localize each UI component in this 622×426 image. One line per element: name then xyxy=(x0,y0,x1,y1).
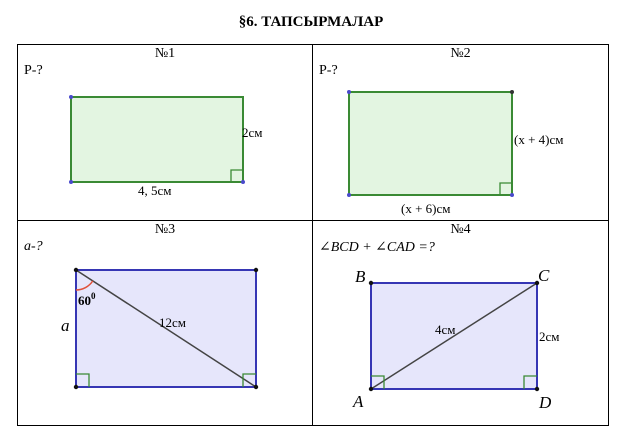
task-question: P-? xyxy=(24,63,43,78)
diagonal-label: 12см xyxy=(159,315,186,330)
right-angle-mark xyxy=(230,169,243,182)
tasks-table: №1 P-? 2см 4, 5см №2 P-? (x xyxy=(17,44,609,426)
task-number: №4 xyxy=(450,222,471,237)
green-rectangle xyxy=(70,96,244,183)
vertex-point xyxy=(347,193,351,197)
angle-value: 60 xyxy=(78,293,91,308)
task-question: P-? xyxy=(319,63,338,78)
task-cell-3: №3 a-? 600 a 12см xyxy=(17,220,313,426)
vertex-label-a: A xyxy=(352,392,364,411)
task-cell-1: №1 P-? 2см 4, 5см xyxy=(17,44,313,221)
vertex-point xyxy=(347,90,351,94)
vertex-point xyxy=(368,386,374,392)
green-rectangle xyxy=(348,91,513,196)
vertex-point xyxy=(253,384,259,390)
page-title: §6. ТАПСЫРМАЛАР xyxy=(238,14,384,30)
diagonal-label: 4см xyxy=(435,322,456,337)
vertex-point xyxy=(241,180,245,184)
vertex-label-d: D xyxy=(538,393,552,412)
vertex-point xyxy=(534,280,540,286)
right-angle-mark xyxy=(76,373,90,387)
task-question: a-? xyxy=(24,239,43,254)
task-cell-4: №4 ∠BCD + ∠CAD =? B C A D 4см 2см xyxy=(312,220,609,426)
vertex-point xyxy=(510,193,514,197)
diagonal-line xyxy=(75,269,257,388)
angle-label: 600 xyxy=(78,291,96,308)
rectangle-diagram-2: (x + 4)см (x + 6)см xyxy=(347,90,564,216)
vertex-point xyxy=(534,386,540,392)
right-angle-mark xyxy=(371,375,385,389)
rectangle-diagram-3: 600 a 12см xyxy=(61,267,259,390)
rectangle-diagram-4: B C A D 4см 2см xyxy=(352,266,560,412)
right-angle-mark xyxy=(523,375,537,389)
vertex-point xyxy=(69,180,73,184)
right-angle-mark xyxy=(499,182,512,195)
angle-arc xyxy=(75,280,94,291)
bottom-label: (x + 6)см xyxy=(401,201,451,216)
task-question: ∠BCD + ∠CAD =? xyxy=(319,240,435,255)
vertex-point xyxy=(510,90,514,94)
vertex-label-b: B xyxy=(355,267,366,286)
vertex-point xyxy=(73,267,79,273)
vertex-point xyxy=(253,267,259,273)
task-number: №1 xyxy=(154,46,176,61)
right-angle-mark xyxy=(242,373,256,387)
side-label: 2см xyxy=(242,125,263,140)
vertex-point xyxy=(69,95,73,99)
bottom-label: 4, 5см xyxy=(138,183,172,198)
side-label: a xyxy=(61,316,70,335)
task-cell-2: №2 P-? (x + 4)см (x + 6)см xyxy=(312,44,609,221)
task-number: №3 xyxy=(154,222,176,237)
vertex-label-c: C xyxy=(538,266,550,285)
vertex-point xyxy=(73,384,79,390)
task-number: №2 xyxy=(450,46,471,61)
angle-degree: 0 xyxy=(91,291,96,301)
diagonal-line xyxy=(370,282,538,390)
rectangle-diagram-1: 2см 4, 5см xyxy=(69,95,263,198)
side-label: (x + 4)см xyxy=(514,132,564,147)
vertex-point xyxy=(368,280,374,286)
side-label: 2см xyxy=(539,329,560,344)
